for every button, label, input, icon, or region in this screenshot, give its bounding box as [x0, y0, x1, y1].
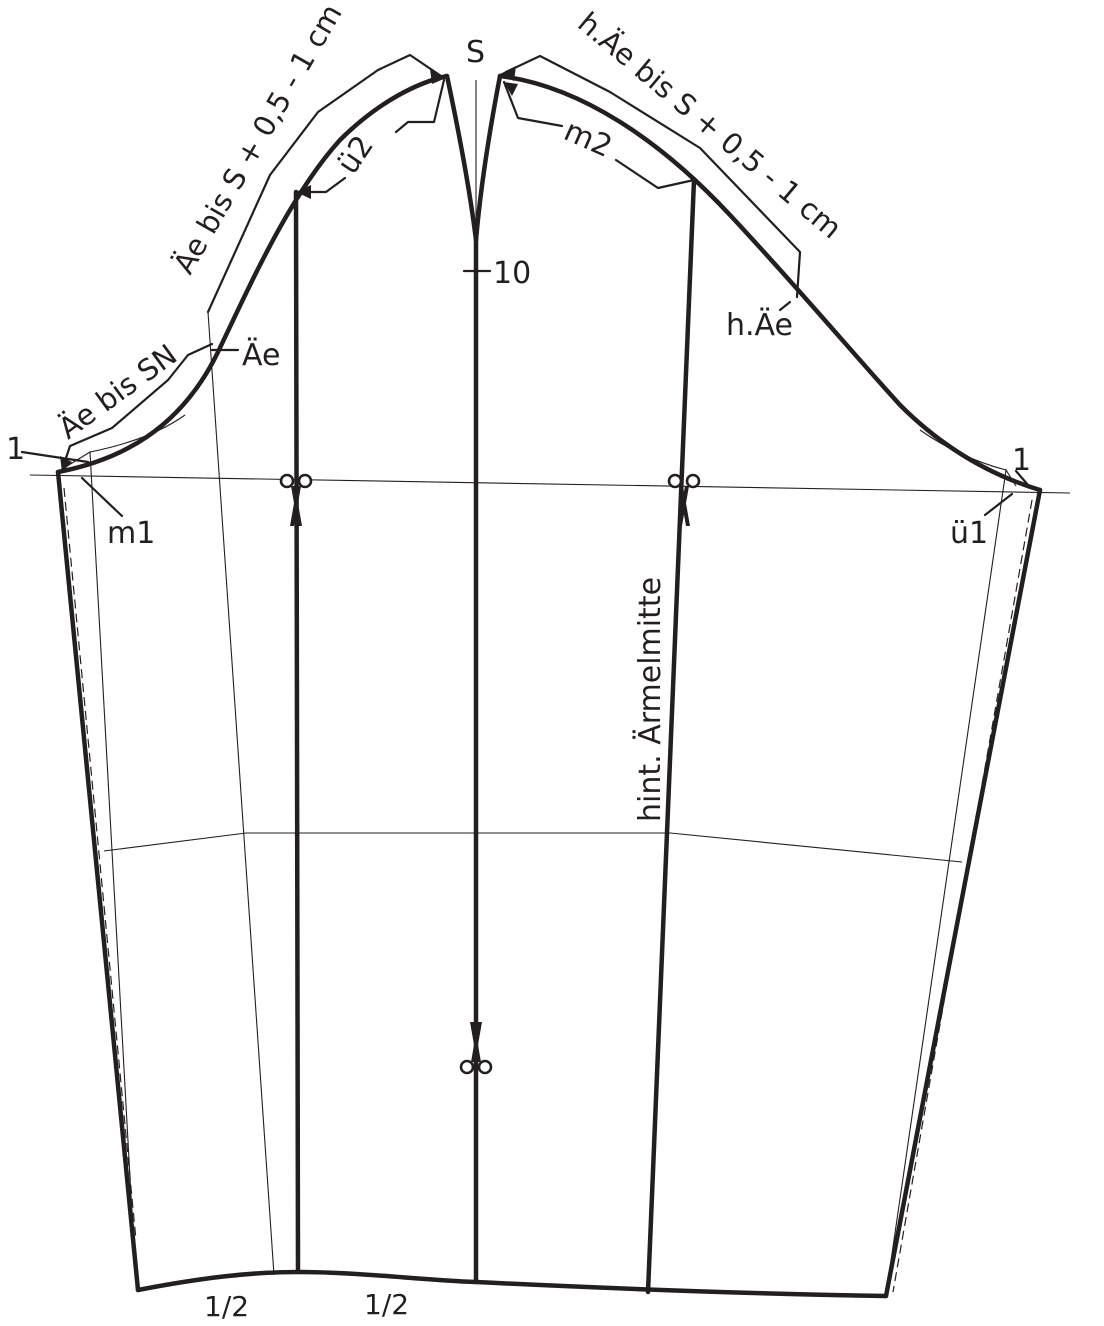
one-left-label: 1	[6, 432, 25, 467]
scissors-icon	[459, 1022, 493, 1075]
hem-half-right-label: 1/2	[364, 1288, 409, 1321]
scissors-icon	[279, 473, 313, 526]
back-seam	[883, 487, 1043, 1299]
scissors-icon	[667, 473, 701, 526]
elbow-line-left	[103, 832, 247, 852]
dart-right	[473, 73, 503, 243]
front-cap-bracket	[206, 53, 446, 314]
back-center-line	[645, 177, 697, 1295]
mark2-arrowhead	[504, 82, 518, 96]
sleeve-cap-front-curve	[55, 73, 450, 475]
one-right-leader	[1014, 469, 1030, 487]
back-notch-tick	[778, 300, 792, 312]
front-lower-measure-label: Äe bis SN	[52, 337, 183, 445]
one-right-label: 1	[1012, 443, 1031, 478]
mark2-bracket	[502, 80, 564, 128]
elbow-line-right	[669, 832, 963, 863]
hem-line	[135, 1269, 889, 1299]
back-cap-measure-label: h.Äe bis S + 0,5 - 1 cm	[572, 5, 849, 245]
front-dashed-seam	[63, 487, 137, 1241]
one-left-arrowhead	[60, 456, 72, 472]
back-inner-guide	[885, 468, 1017, 1296]
m1-leader	[80, 476, 124, 518]
mark-10-label: 10	[493, 256, 531, 291]
front-notch-label: Äe	[242, 337, 280, 373]
mark-back-label: m2	[559, 113, 617, 165]
front-seam	[55, 469, 141, 1293]
mark2-bracket-2	[614, 158, 696, 190]
overlap-front-label: ü2	[331, 129, 381, 180]
front-cap-measure-label: Äe bis S + 0,5 - 1 cm	[167, 0, 349, 279]
front-guide-line	[207, 311, 275, 1276]
back-notch-label: h.Äe	[726, 307, 793, 343]
front-lower-bracket	[60, 342, 214, 472]
back-center-line-label: hint. Ärmelmitte	[632, 577, 668, 822]
u1-leader	[983, 492, 1014, 517]
underarm-guide-line	[29, 474, 1071, 494]
mark-front-label: m1	[107, 516, 155, 551]
dart-left	[444, 73, 479, 243]
sleeve-cap-back-curve	[497, 73, 1043, 493]
back-dashed-seam	[892, 499, 1033, 1293]
hem-half-left-label: 1/2	[204, 1290, 249, 1323]
one-left-leader	[20, 450, 90, 464]
back-cap-bracket	[504, 54, 802, 299]
sleeve-outline	[55, 73, 1043, 1299]
front-cut-line	[293, 189, 301, 1275]
overlap-front-bracket-2	[394, 78, 446, 134]
overlap-back-label: ü1	[950, 516, 988, 551]
top-point-label: S	[466, 35, 485, 70]
